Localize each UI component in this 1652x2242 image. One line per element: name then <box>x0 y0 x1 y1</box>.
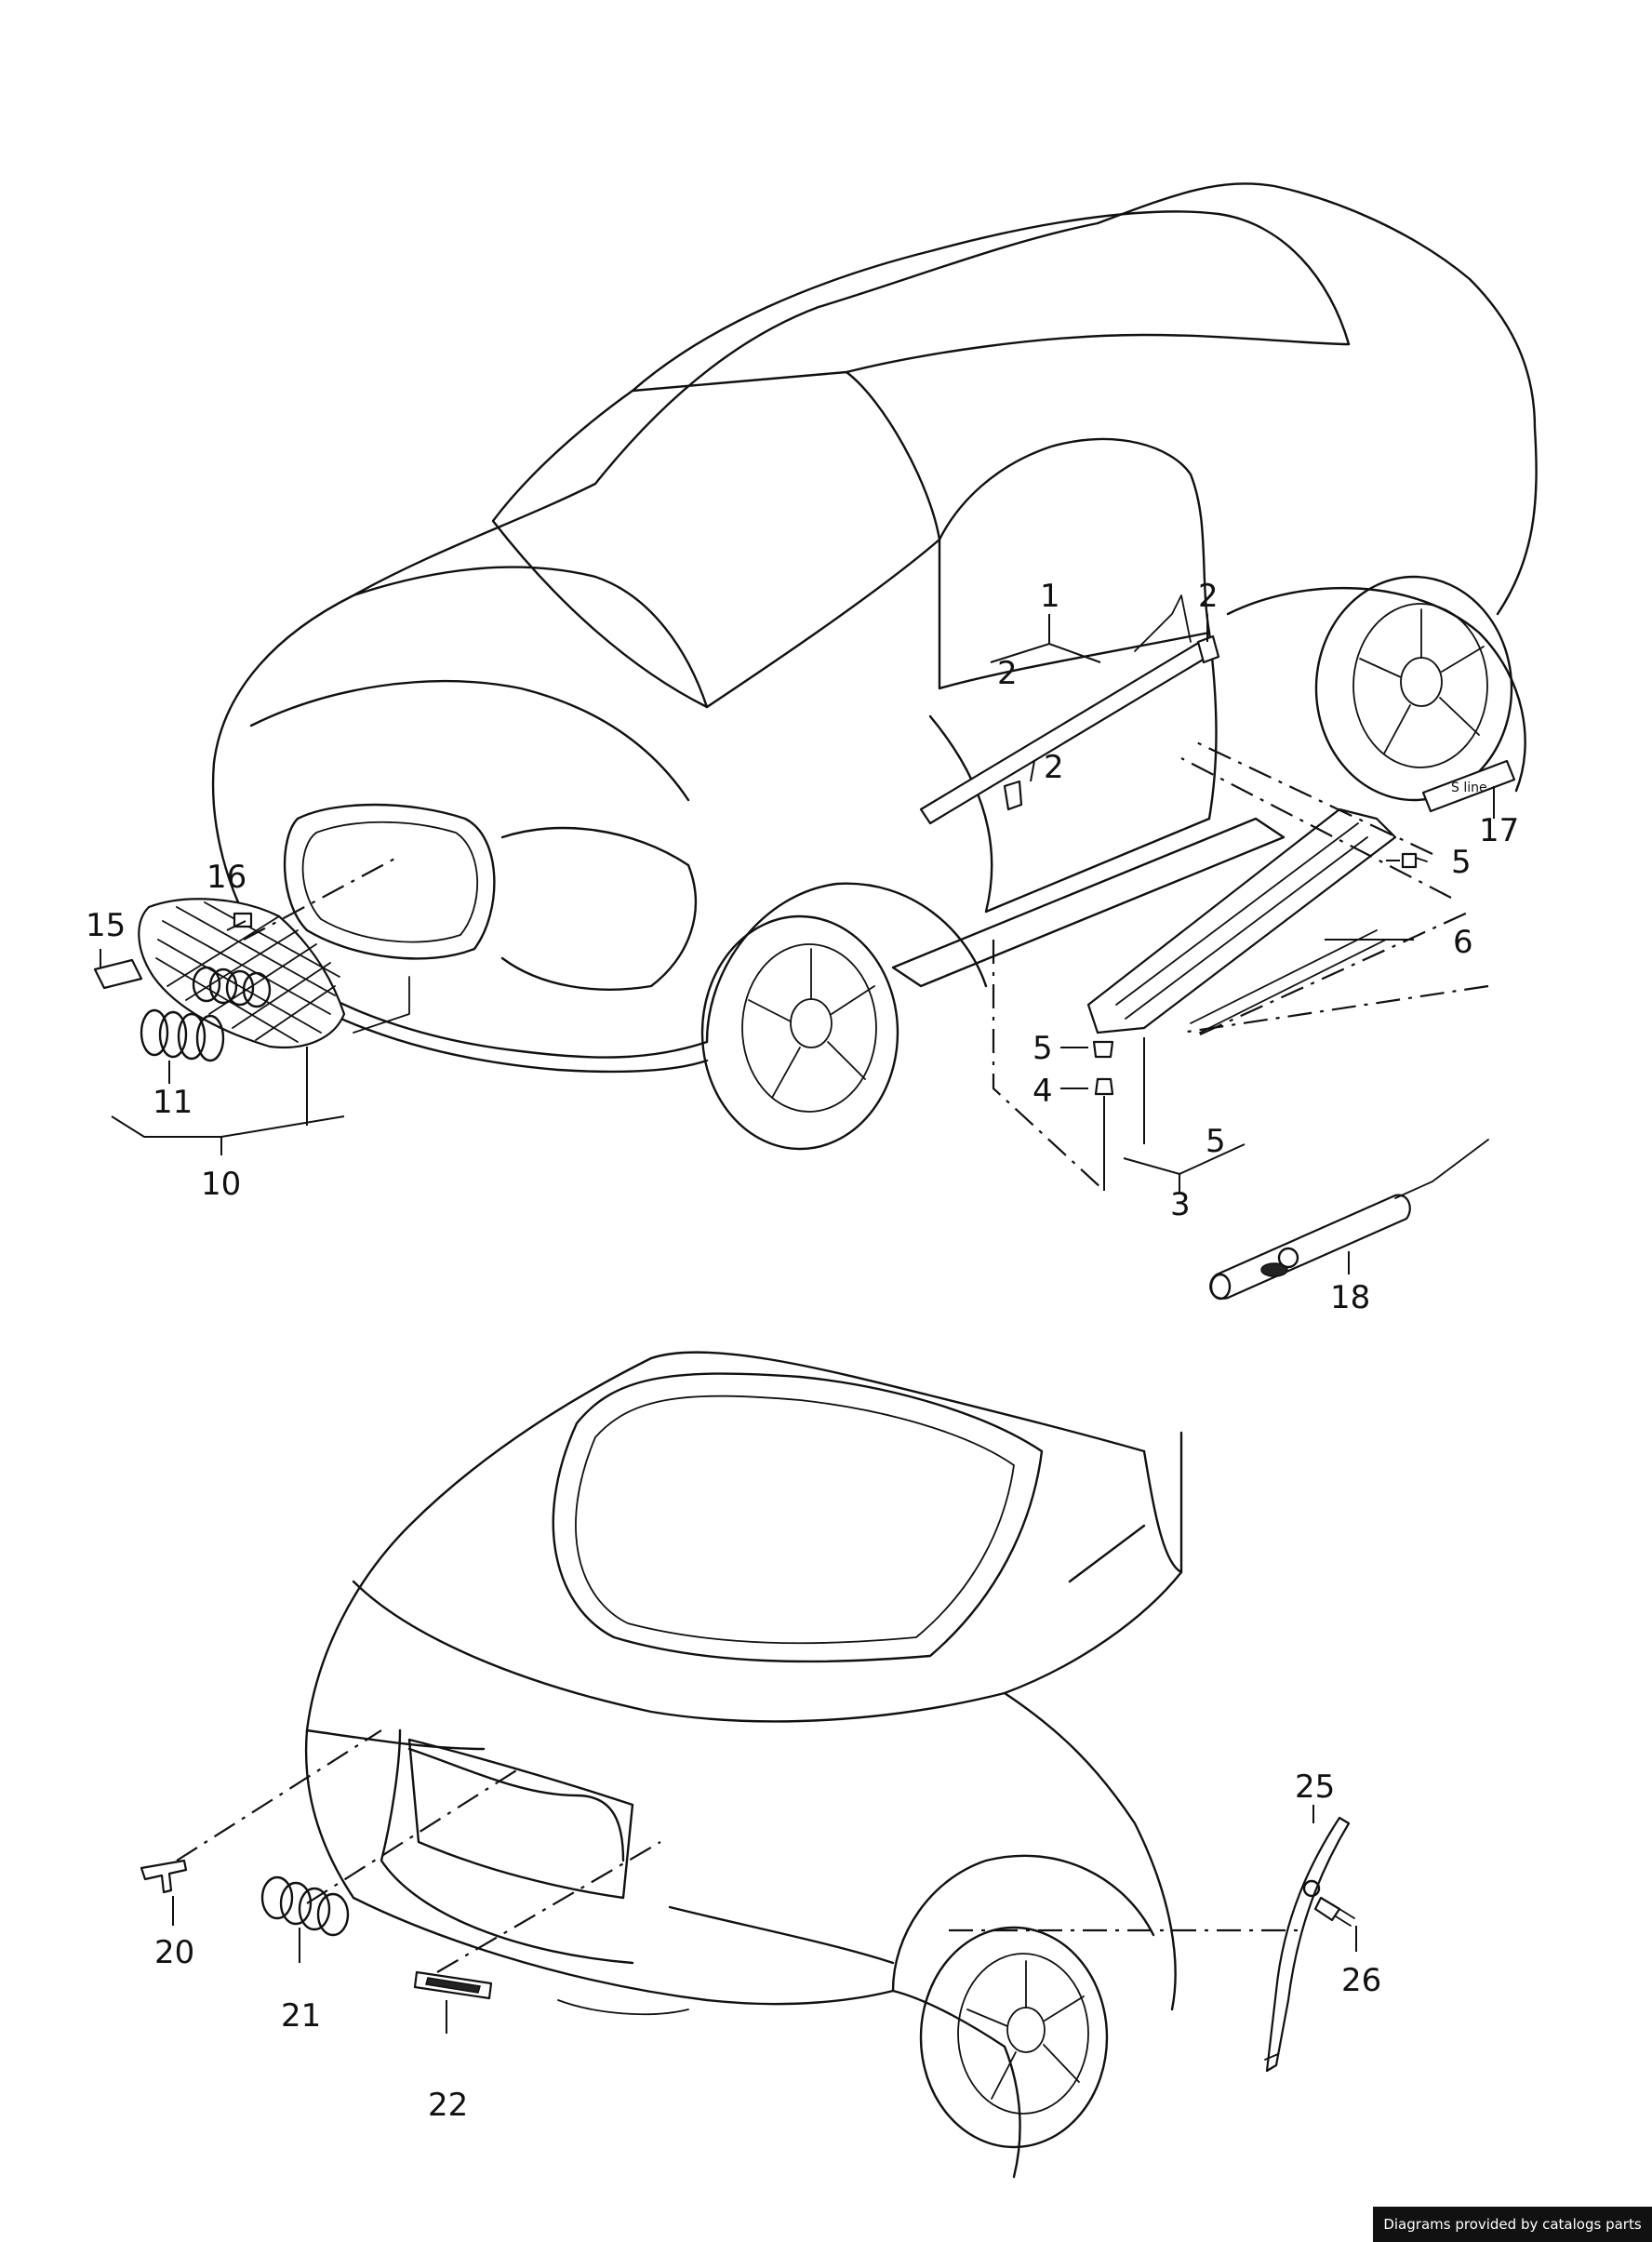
bolt-part-26 <box>1302 1879 1355 1927</box>
callout-26: 26 <box>1341 1962 1381 1999</box>
clip-part-4 <box>1094 1077 1114 1096</box>
callout-5: 5 <box>1206 1123 1226 1160</box>
rings-emblem-part-21 <box>260 1875 350 1937</box>
callout-3: 3 <box>1170 1186 1191 1223</box>
callout-22: 22 <box>428 2087 468 2124</box>
upper-car-outline <box>211 182 1538 1151</box>
adhesive-tube-part-18 <box>1209 1139 1489 1301</box>
callout-20: 20 <box>154 1934 194 1971</box>
screw-part-5a <box>1401 852 1428 869</box>
upper-leader-lines <box>100 614 1495 1274</box>
callout-11: 11 <box>153 1084 193 1121</box>
door-sill-trim-part-1 <box>919 594 1211 825</box>
callout-18: 18 <box>1330 1279 1370 1316</box>
svg-text:S line: S line <box>1451 781 1487 795</box>
screw-part-5b <box>1092 1040 1114 1059</box>
callout-1: 1 <box>1040 578 1060 615</box>
callout-10: 10 <box>201 1166 241 1203</box>
callout-4: 4 <box>1032 1073 1053 1110</box>
callout-15: 15 <box>86 907 126 944</box>
lower-car-outline <box>304 1351 1183 2179</box>
grille-rings <box>192 966 272 1008</box>
callout-5: 5 <box>1451 844 1472 881</box>
footer-credit-badge: Diagrams provided by catalogs parts <box>1373 2207 1652 2242</box>
clip-part-2a <box>1003 780 1023 811</box>
clip-part-16 <box>233 912 253 928</box>
callout-2: 2 <box>997 655 1018 692</box>
callout-17: 17 <box>1479 812 1519 849</box>
adhesive-strip-part-6 <box>1190 929 1387 1034</box>
wheel-arch-trim-part-25 <box>1264 1816 1351 2073</box>
rings-emblem-part-11 <box>140 1008 225 1062</box>
grille-badge-part-15 <box>93 958 143 990</box>
callout-5: 5 <box>1032 1030 1053 1067</box>
tt-emblem-part-20 <box>140 1859 188 1894</box>
upper-dashed-leaders <box>243 739 1489 1190</box>
callout-6: 6 <box>1453 924 1473 961</box>
lower-dashed-leaders <box>176 1729 1298 1973</box>
callout-25: 25 <box>1295 1768 1335 1806</box>
callout-2: 2 <box>1044 749 1064 786</box>
callout-labels: 1 2 2 2 5 6 5 4 5 3 17 18 15 16 11 10 20… <box>86 578 1519 2124</box>
lower-leader-lines <box>172 1805 1357 2034</box>
quattro-badge-part-22 <box>413 1970 493 2000</box>
badge-sline-part-17: S line <box>1421 759 1516 813</box>
callout-16: 16 <box>206 859 246 896</box>
sill-panel-part-3 <box>1086 807 1397 1034</box>
callout-21: 21 <box>281 1997 321 2035</box>
callout-2: 2 <box>1198 578 1219 615</box>
footer-credit-text: Diagrams provided by catalogs parts <box>1383 2216 1642 2233</box>
radiator-grille-part-10 <box>138 898 346 1048</box>
